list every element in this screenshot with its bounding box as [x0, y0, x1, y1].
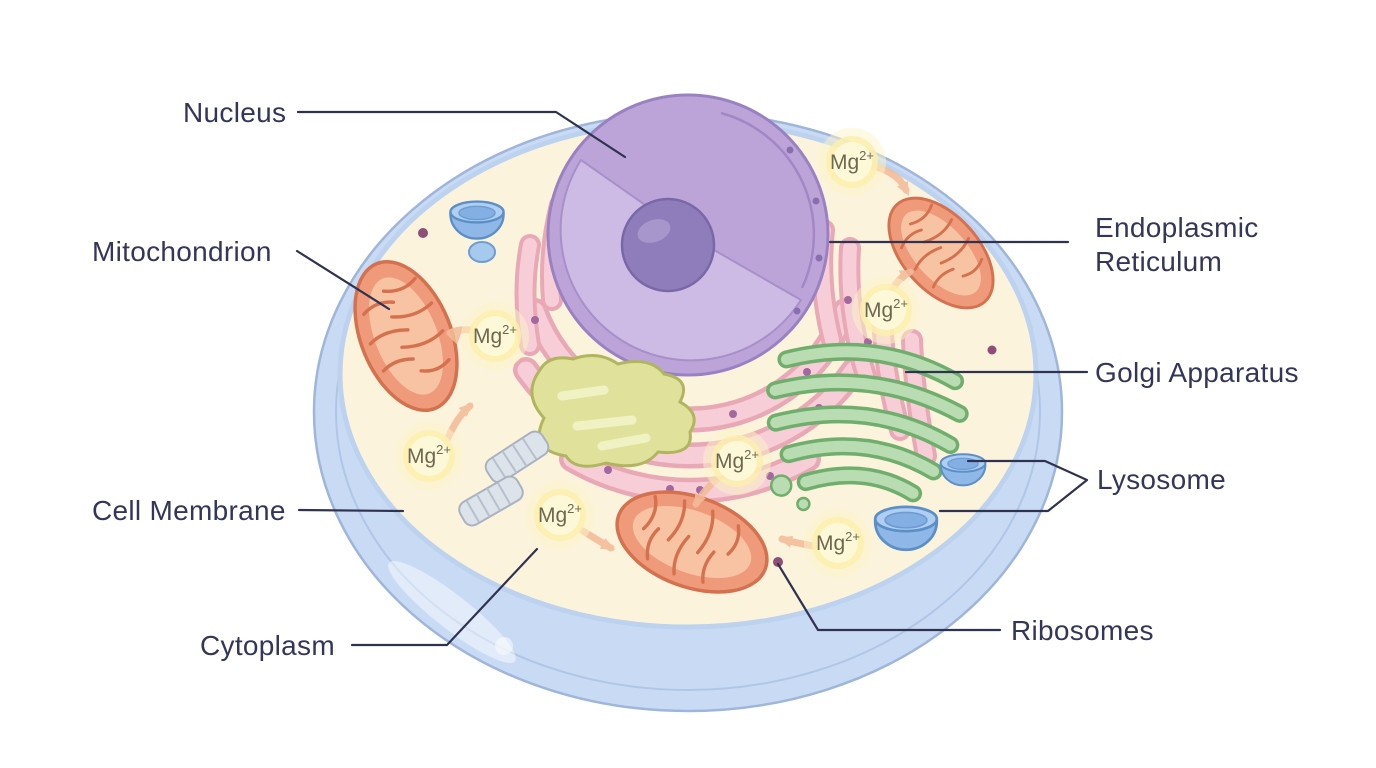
label-cytoplasm: Cytoplasm: [200, 630, 335, 661]
mg-ion-badge-2: Mg2+: [852, 276, 920, 344]
label-ribosomes: Ribosomes: [1011, 615, 1154, 646]
svg-text:Mg2+: Mg2+: [864, 296, 908, 322]
smooth-er: [530, 353, 696, 468]
free-ribosome-dots: [418, 228, 997, 567]
lysosome-top-left: [449, 200, 505, 240]
golgi-vesicle: [796, 496, 811, 512]
mg-ion-badge-3: Mg2+: [461, 302, 529, 370]
label-endoplasmic-reticulum-line2: Reticulum: [1095, 246, 1222, 277]
nucleolus: [620, 197, 716, 293]
svg-text:Mg2+: Mg2+: [816, 529, 860, 555]
nuclear-envelope-rim: [720, 111, 816, 289]
leader-mitochondrion: [295, 249, 391, 311]
leader-lines: [295, 110, 1089, 647]
labels: Nucleus Mitochondrion Cell Membrane Cyto…: [92, 97, 1299, 661]
mg-ion-badge-1: Mg2+: [818, 128, 886, 196]
golgi-vesicle: [769, 474, 793, 497]
lysosome-right-upper: [939, 453, 987, 487]
mg-ion-badge-7: Mg2+: [804, 509, 872, 577]
svg-text:Mg2+: Mg2+: [538, 501, 582, 527]
label-nucleus: Nucleus: [183, 97, 286, 128]
leader-cell-membrane: [297, 508, 405, 513]
vesicle-small: [468, 241, 496, 263]
svg-text:Mg2+: Mg2+: [473, 322, 517, 348]
mg-ion-badge-4: Mg2+: [395, 422, 463, 490]
mg-ion-badge-5: Mg2+: [526, 481, 594, 549]
leader-lysosome: [938, 459, 1089, 513]
nuclear-pore-dots: [786, 146, 823, 315]
mg-ion-badge-6: Mg2+: [703, 427, 771, 495]
leader-cytoplasm: [350, 547, 539, 647]
lysosome-right-lower: [873, 505, 939, 552]
label-golgi-apparatus: Golgi Apparatus: [1095, 357, 1299, 388]
label-lysosome: Lysosome: [1097, 464, 1226, 495]
label-cell-membrane: Cell Membrane: [92, 495, 286, 526]
svg-text:Mg2+: Mg2+: [715, 447, 759, 473]
svg-text:Mg2+: Mg2+: [830, 148, 874, 174]
label-mitochondrion: Mitochondrion: [92, 236, 272, 267]
leader-nucleus: [296, 110, 627, 159]
svg-text:Mg2+: Mg2+: [407, 442, 451, 468]
leader-ribosomes: [776, 562, 1002, 632]
label-endoplasmic-reticulum-line1: Endoplasmic: [1095, 212, 1259, 243]
golgi-apparatus: [766, 342, 969, 512]
membrane-sheen: [388, 560, 516, 664]
membrane-sheen-dot: [495, 637, 513, 655]
nucleus: [546, 93, 830, 377]
